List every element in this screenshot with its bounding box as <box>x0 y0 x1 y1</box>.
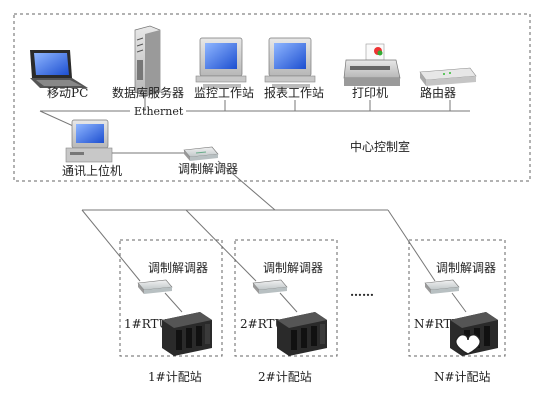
report-workstation-icon <box>264 37 316 88</box>
station-n-modem-label: 调制解调器 <box>436 261 496 275</box>
ellipsis: …… <box>350 285 374 299</box>
control-room-boundary <box>13 13 531 182</box>
station-2-rtu-label: 2#RTU <box>240 317 285 331</box>
station-1-link <box>164 292 183 313</box>
station-n-rtu-icon <box>450 312 498 356</box>
station-1-rtu-label: 1#RTU <box>124 317 169 331</box>
station-n-link <box>451 292 467 313</box>
monitor-workstation-icon <box>195 37 247 88</box>
station-1-name: 1#计配站 <box>148 370 202 384</box>
db-server-icon <box>134 25 161 97</box>
station-1-modem-label: 调制解调器 <box>148 261 208 275</box>
station-2-name: 2#计配站 <box>258 370 312 384</box>
station-2-link <box>279 292 298 313</box>
laptop-label: 移动PC <box>47 86 88 100</box>
center-modem-label: 调制解调器 <box>178 162 238 176</box>
remote-line-1 <box>81 209 141 282</box>
remote-line-n <box>387 209 436 282</box>
wan-link <box>217 160 276 211</box>
station-1-boundary <box>119 239 223 357</box>
laptop-icon <box>30 50 88 88</box>
station-2-modem-label: 调制解调器 <box>263 261 323 275</box>
station-1-rtu-icon <box>162 312 212 356</box>
db-server-label: 数据库服务器 <box>112 85 184 100</box>
remote-line-2 <box>185 209 257 282</box>
router-icon <box>419 67 477 86</box>
report-workstation-label: 报表工作站 <box>264 85 324 100</box>
station-n-rtu-label: N#RTU <box>414 317 462 331</box>
station-n-modem-icon <box>424 279 460 294</box>
comm-host-label: 通讯上位机 <box>62 163 122 178</box>
center-modem-icon <box>183 146 219 161</box>
station-n-name: N#计配站 <box>434 370 491 384</box>
station-2-modem-icon <box>252 279 288 294</box>
comm-host-icon <box>65 119 113 163</box>
station-2-rtu-icon <box>277 312 327 356</box>
printer-label: 打印机 <box>352 86 388 100</box>
station-1-modem-icon <box>137 279 173 294</box>
station-n-boundary <box>408 239 506 357</box>
monitor-workstation-label: 监控工作站 <box>194 86 254 100</box>
ethernet-label: Ethernet <box>134 105 184 118</box>
control-room-label: 中心控制室 <box>350 139 410 154</box>
printer-icon <box>343 43 401 86</box>
router-label: 路由器 <box>420 85 456 100</box>
station-2-boundary <box>234 239 338 357</box>
